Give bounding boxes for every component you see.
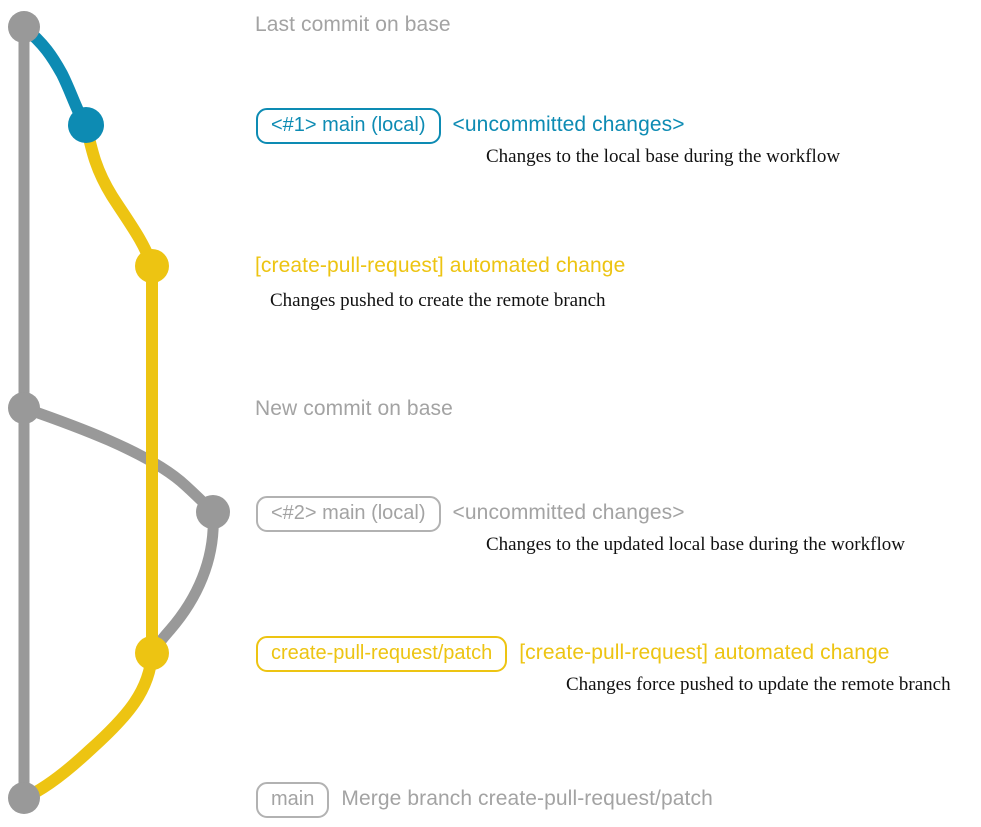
commit-label-patch-update: create-pull-request/patch [create-pull-r… <box>256 636 890 672</box>
commit-node-local-2[interactable] <box>196 495 230 529</box>
edge-patch-to-merge <box>18 647 158 804</box>
commit-node-local-1[interactable] <box>68 107 104 143</box>
commit-message: <uncommitted changes> <box>452 113 685 136</box>
commit-note-patch-create: Changes pushed to create the remote bran… <box>270 290 606 311</box>
commit-label-new-commit-on-base: New commit on base <box>255 397 453 421</box>
commit-node-patch-update[interactable] <box>135 636 169 670</box>
ref-badge-main[interactable]: main <box>256 782 330 818</box>
commit-node-last-commit-on-base[interactable] <box>8 11 40 43</box>
commit-label-last-commit-on-base: Last commit on base <box>255 13 451 37</box>
ref-badge-main-local-1[interactable]: <#1> main (local) <box>256 108 441 144</box>
commit-message: New commit on base <box>255 397 453 420</box>
commit-label-merge: main Merge branch create-pull-request/pa… <box>256 782 713 818</box>
commit-message: Last commit on base <box>255 13 451 36</box>
commit-label-local-1: <#1> main (local) <uncommitted changes> <box>256 108 685 144</box>
ref-badge-create-pull-request-patch[interactable]: create-pull-request/patch <box>256 636 508 672</box>
commit-node-patch-create[interactable] <box>135 249 169 283</box>
edge-base-to-local2 <box>18 402 219 518</box>
commit-message: [create-pull-request] automated change <box>255 254 626 277</box>
commit-label-local-2: <#2> main (local) <uncommitted changes> <box>256 496 685 532</box>
ref-badge-main-local-2[interactable]: <#2> main (local) <box>256 496 441 532</box>
commit-node-merge[interactable] <box>8 782 40 814</box>
commit-message: Merge branch create-pull-request/patch <box>341 787 713 810</box>
commit-note-patch-update: Changes force pushed to update the remot… <box>566 674 951 695</box>
commit-note-local-2: Changes to the updated local base during… <box>486 534 905 555</box>
commit-message: <uncommitted changes> <box>452 501 685 524</box>
edge-local1-to-patch-create <box>80 119 158 272</box>
commit-note-local-1: Changes to the local base during the wor… <box>486 146 841 167</box>
commit-message: [create-pull-request] automated change <box>519 641 890 664</box>
commit-label-patch-create: [create-pull-request] automated change <box>255 254 625 278</box>
commit-node-new-commit-on-base[interactable] <box>8 392 40 424</box>
edge-local2-to-patch-update <box>146 506 219 659</box>
